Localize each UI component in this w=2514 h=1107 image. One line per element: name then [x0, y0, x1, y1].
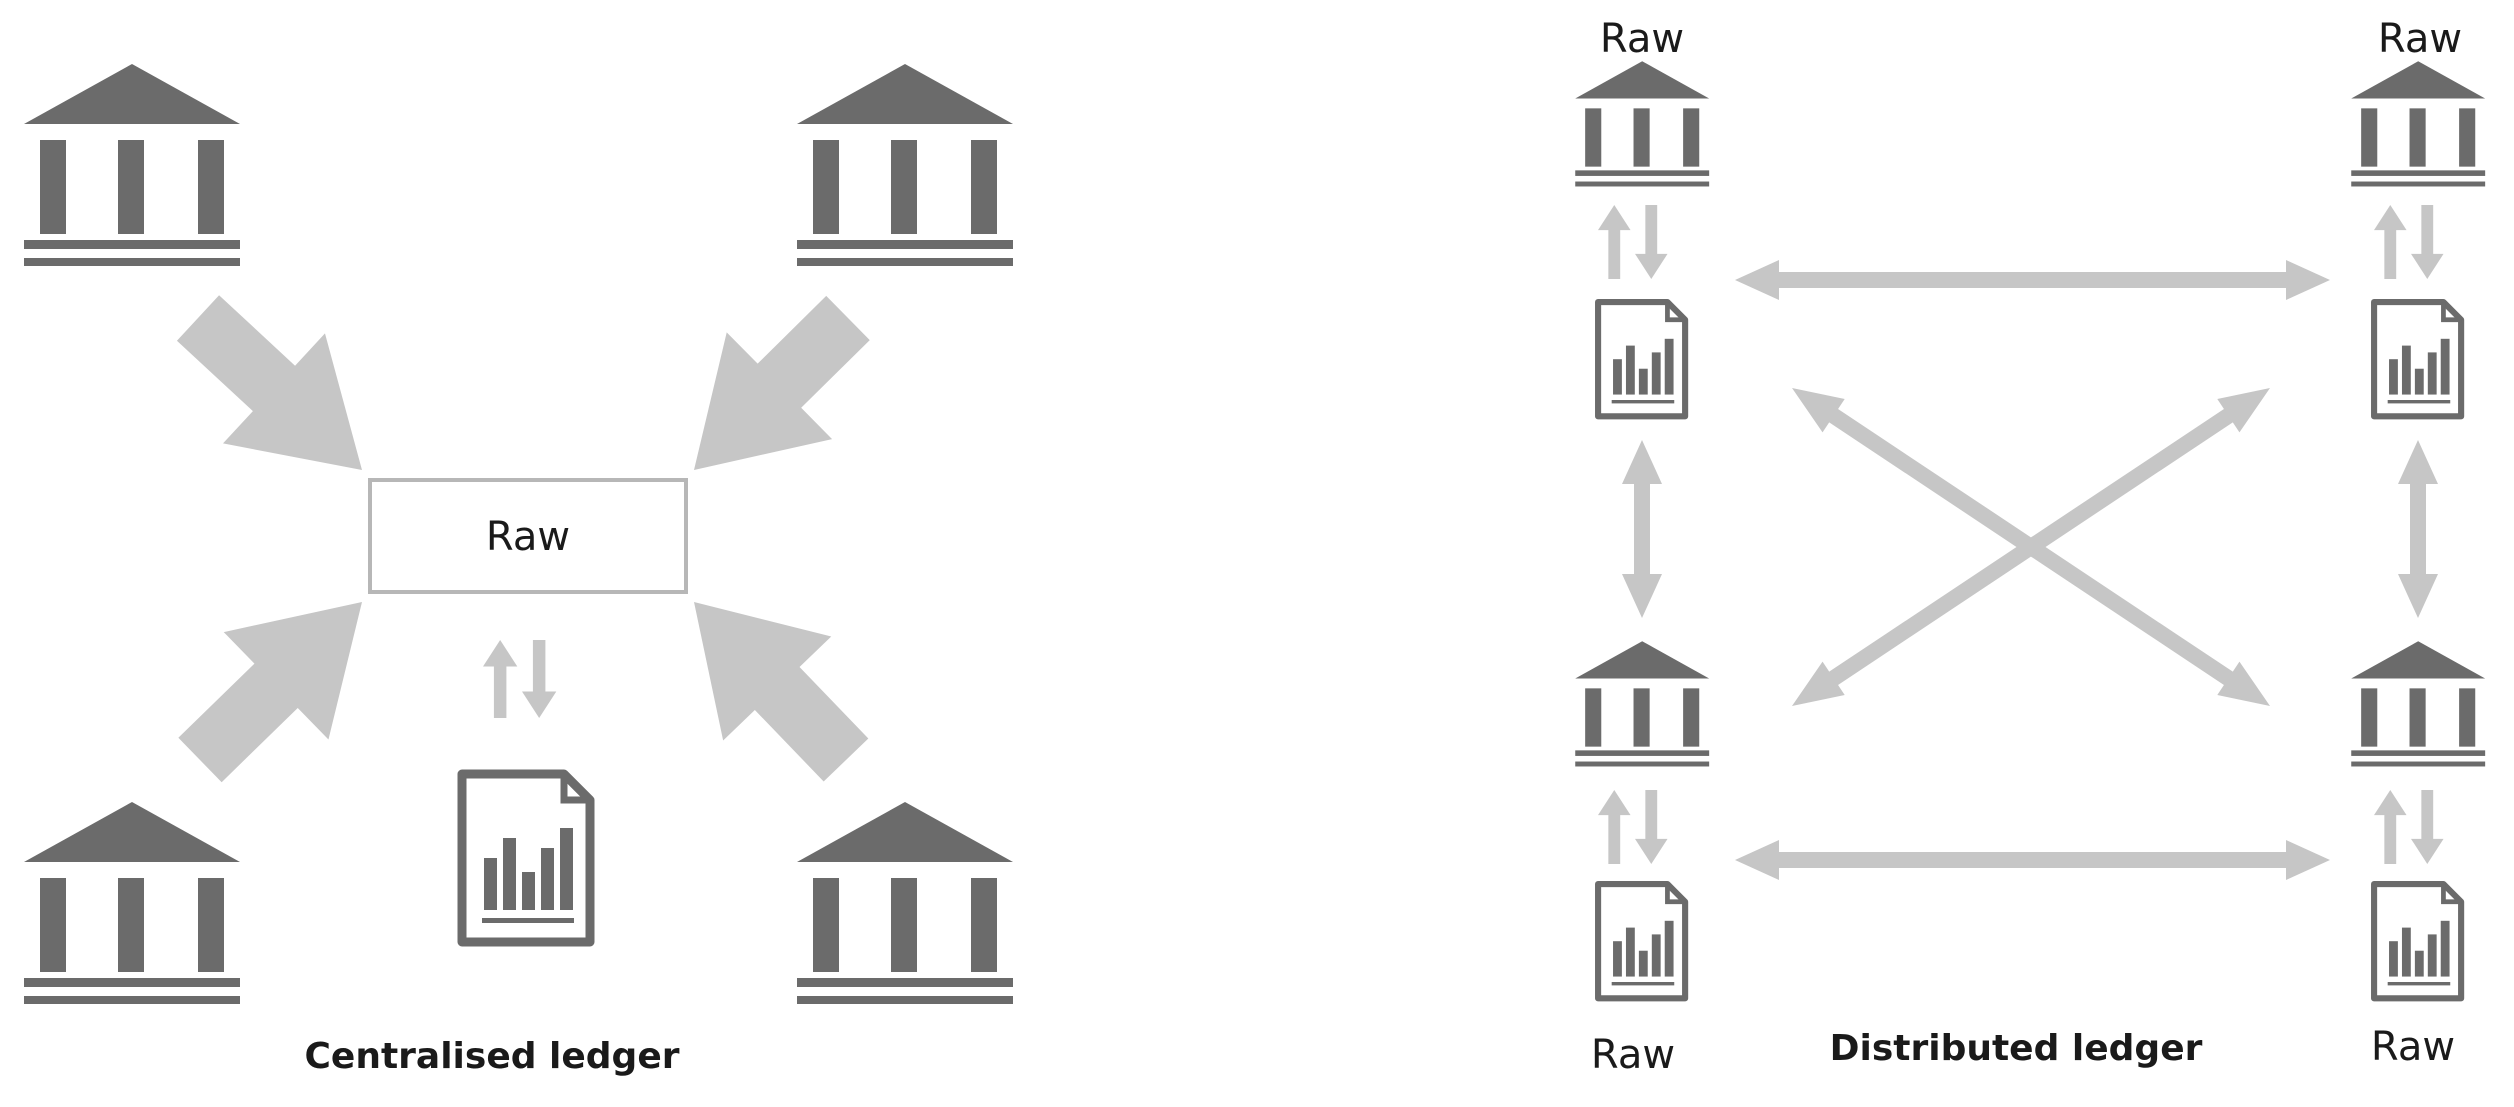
- inbound-arrows: [176, 295, 870, 783]
- bank-icon: [797, 802, 1013, 1004]
- arrow-top-right: [694, 295, 870, 470]
- label-bottom-right: Raw: [2371, 1024, 2455, 1070]
- sync-arrows-icon: [1598, 790, 1668, 864]
- sync-arrows-icon: [1598, 205, 1668, 279]
- ledger-document-icon: [1598, 302, 1685, 416]
- arrow-top-left: [176, 295, 362, 470]
- peer-arrows: [1622, 260, 2438, 880]
- sync-arrows-icon: [483, 640, 557, 718]
- ledger-document-icon: [2374, 884, 2461, 998]
- label-bottom-left: Raw: [1591, 1032, 1675, 1078]
- distributed-caption: Distributed ledger: [1830, 1028, 2203, 1069]
- bank-icon: [24, 64, 240, 266]
- central-box-label: Raw: [486, 514, 570, 560]
- arrow-bottom-horizontal: [1735, 840, 2330, 880]
- bank-icon: [24, 802, 240, 1004]
- ledger-document-icon: [1598, 884, 1685, 998]
- arrow-right-vertical: [2398, 440, 2438, 618]
- distributed-ledger: Raw Raw Raw Raw Distributed ledger: [1575, 16, 2486, 1078]
- ledger-document-icon: [2374, 302, 2461, 416]
- bank-icon: [1575, 61, 1710, 187]
- centralised-ledger: Raw Centralised ledger: [24, 64, 1013, 1077]
- ledger-document-icon: [462, 774, 590, 942]
- arrow-diagonal-up: [1792, 388, 2270, 706]
- label-top-left: Raw: [1600, 16, 1684, 62]
- sync-arrows-icon: [2374, 790, 2444, 864]
- sync-arrows-icon: [2374, 205, 2444, 279]
- arrow-bottom-right: [694, 602, 869, 782]
- bank-icon: [2351, 641, 2486, 767]
- arrow-top-horizontal: [1735, 260, 2330, 300]
- bank-icon: [1575, 641, 1710, 767]
- label-top-right: Raw: [2378, 16, 2462, 62]
- bank-icon: [797, 64, 1013, 266]
- arrow-left-vertical: [1622, 440, 1662, 618]
- central-ledger-box: [368, 478, 688, 594]
- centralised-caption: Centralised ledger: [304, 1036, 679, 1077]
- bank-icon: [2351, 61, 2486, 187]
- arrow-bottom-left: [178, 602, 362, 783]
